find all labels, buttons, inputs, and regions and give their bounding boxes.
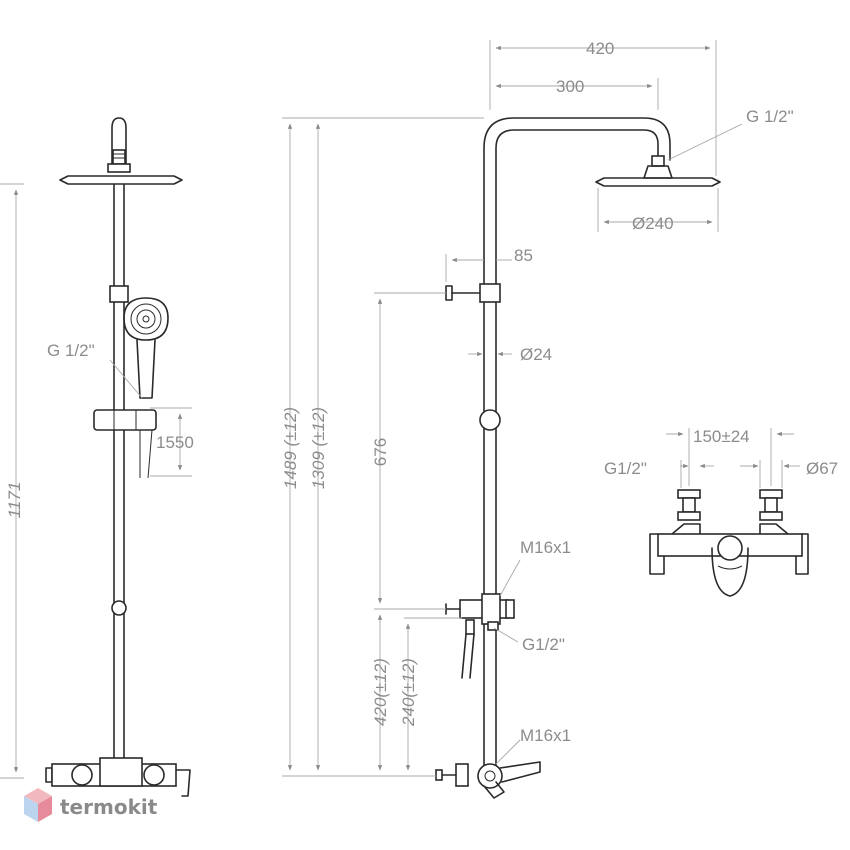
slider-thread-label: M16x1 bbox=[520, 538, 571, 557]
dim-420-height-label: 420(±12) bbox=[371, 658, 390, 726]
dim-1171-label: 1171 bbox=[5, 482, 24, 519]
dim-676-label: 676 bbox=[371, 438, 390, 466]
dim-1489-label: 1489 (±12) bbox=[281, 407, 300, 489]
detail-spacing-label: 150±24 bbox=[693, 427, 750, 446]
dim-1309-label: 1309 (±12) bbox=[309, 407, 328, 489]
arm-85-label: 85 bbox=[514, 246, 533, 265]
dim-300-label: 300 bbox=[556, 77, 584, 96]
left-hand-thread-label: G 1/2" bbox=[47, 341, 95, 360]
hose-thread-label: G1/2" bbox=[522, 635, 565, 654]
termokit-logo: termokit bbox=[24, 788, 158, 822]
head-diameter-label: Ø240 bbox=[632, 214, 674, 233]
dim-240-height-label: 240(±12) bbox=[399, 658, 418, 727]
cube-logo-icon bbox=[24, 788, 52, 822]
side-view: 420 300 G 1/2" Ø240 85 Ø24 1489 (±12) 13… bbox=[281, 39, 794, 799]
detail-thread-label: G1/2" bbox=[604, 459, 647, 478]
logo-text: termokit bbox=[60, 795, 158, 819]
mixer-detail: 150±24 G1/2" Ø67 bbox=[604, 427, 838, 597]
front-view: 1171 1550 G 1/2" bbox=[0, 117, 194, 797]
mixer-thread-label: M16x1 bbox=[520, 726, 571, 745]
dim-420-label: 420 bbox=[586, 39, 614, 58]
head-thread-label: G 1/2" bbox=[746, 107, 794, 126]
dim-1550-label: 1550 bbox=[156, 433, 194, 452]
detail-diameter-label: Ø67 bbox=[806, 459, 838, 478]
pipe-diameter-label: Ø24 bbox=[520, 345, 552, 364]
